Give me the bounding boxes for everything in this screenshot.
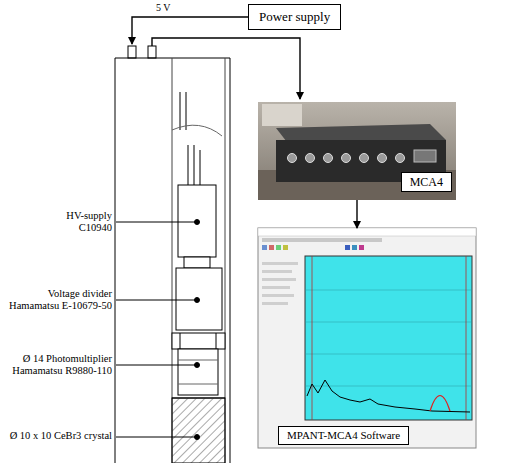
plot-grid [305,290,472,386]
flow-arrow [356,200,357,228]
pmt-socket [172,333,225,349]
part-label: HV-supply C10940 [50,210,112,234]
marker-line [312,256,313,420]
leader-line [116,222,197,223]
plot-area [305,256,472,420]
tool-icon [262,245,267,250]
lead [194,145,195,185]
bnc-connector [378,154,387,163]
pmt-line [178,360,218,361]
grid-line [305,322,472,323]
toolbar [262,245,364,250]
panel-row [262,294,294,297]
bnc-connector [324,154,333,163]
bnc-connector [306,154,315,163]
panel-row [262,302,288,305]
grid-line [305,354,472,355]
pmt-pin [180,333,181,349]
cable [186,92,187,130]
panel-row [262,278,296,281]
voltage-label: 5 V [156,2,171,14]
bnc-connector [360,154,369,163]
crystal-hatching [172,398,225,463]
part-label: Ø 10 x 10 CeBr3 crystal [10,430,112,442]
tool-icon [345,245,350,250]
photo-background [258,102,456,200]
housing-wall [115,58,116,463]
housing-wall [230,58,231,463]
bnc-connectors [288,154,405,163]
tool-icon [283,245,288,250]
panel-label: MCA4 [410,175,443,189]
tool-icon [359,245,364,250]
detector-housing [115,46,230,463]
wall-item [262,104,302,126]
leader-lines [116,220,200,440]
grid-line [305,386,472,387]
bnc-connector [396,154,405,163]
part-label: Voltage divider Hamamatsu E-10679-50 [6,288,112,312]
caption-tag: MCA4 [401,172,452,192]
leader-dot [195,363,200,368]
hv-connector [184,257,210,268]
cable-bend [172,125,222,136]
connector-pin [128,46,136,58]
lead [188,145,189,185]
panel-row [262,286,290,289]
panel-label: MPANT-MCA4 Software [287,429,400,442]
label-box: Power supply [248,4,341,30]
voltage-label: 5 V [156,2,171,14]
connector-pin [148,46,156,58]
device-port [414,150,436,162]
panel-row [262,270,292,273]
pmt-line [178,384,218,385]
photo-panel: MCA4 [258,102,456,200]
menu-bar [262,238,382,242]
marker-line [466,256,467,420]
leader-dot [195,435,200,440]
signal-wire [152,38,300,99]
hv-supply-box [178,185,216,257]
spectrum-curve [307,380,470,412]
part-label: Ø 10 x 10 CeBr3 crystal [10,430,112,442]
title-bar [258,228,476,236]
caption-tag: MPANT-MCA4 Software [278,426,409,445]
supply-wire [132,17,248,44]
pmt-pin [216,333,217,349]
tool-icon [352,245,357,250]
leader-line [116,437,197,438]
bnc-connector [288,154,297,163]
window-frame [258,228,476,448]
box-label: Power supply [259,9,330,25]
side-panel [262,262,298,305]
tool-icon [269,245,274,250]
leader-dot [195,220,200,225]
leader-dot [195,298,200,303]
part-label: Ø 14 Photomultiplier Hamamatsu R9880-110 [6,353,112,377]
bnc-connector [342,154,351,163]
spectrum-peak [430,396,450,412]
photomultiplier [178,349,218,395]
leader-line [116,365,197,366]
grid-line [305,290,472,291]
lead [200,150,201,185]
part-label: HV-supply C10940 [50,210,112,234]
screenshot-panel: MPANT-MCA4 Software [258,228,476,448]
part-label: Ø 14 Photomultiplier Hamamatsu R9880-110 [6,353,112,377]
voltage-divider-box [176,268,222,330]
panel-row [262,262,298,265]
cable [180,92,181,130]
tool-icon [276,245,281,250]
part-label: Voltage divider Hamamatsu E-10679-50 [6,288,112,312]
leader-line [116,300,197,301]
